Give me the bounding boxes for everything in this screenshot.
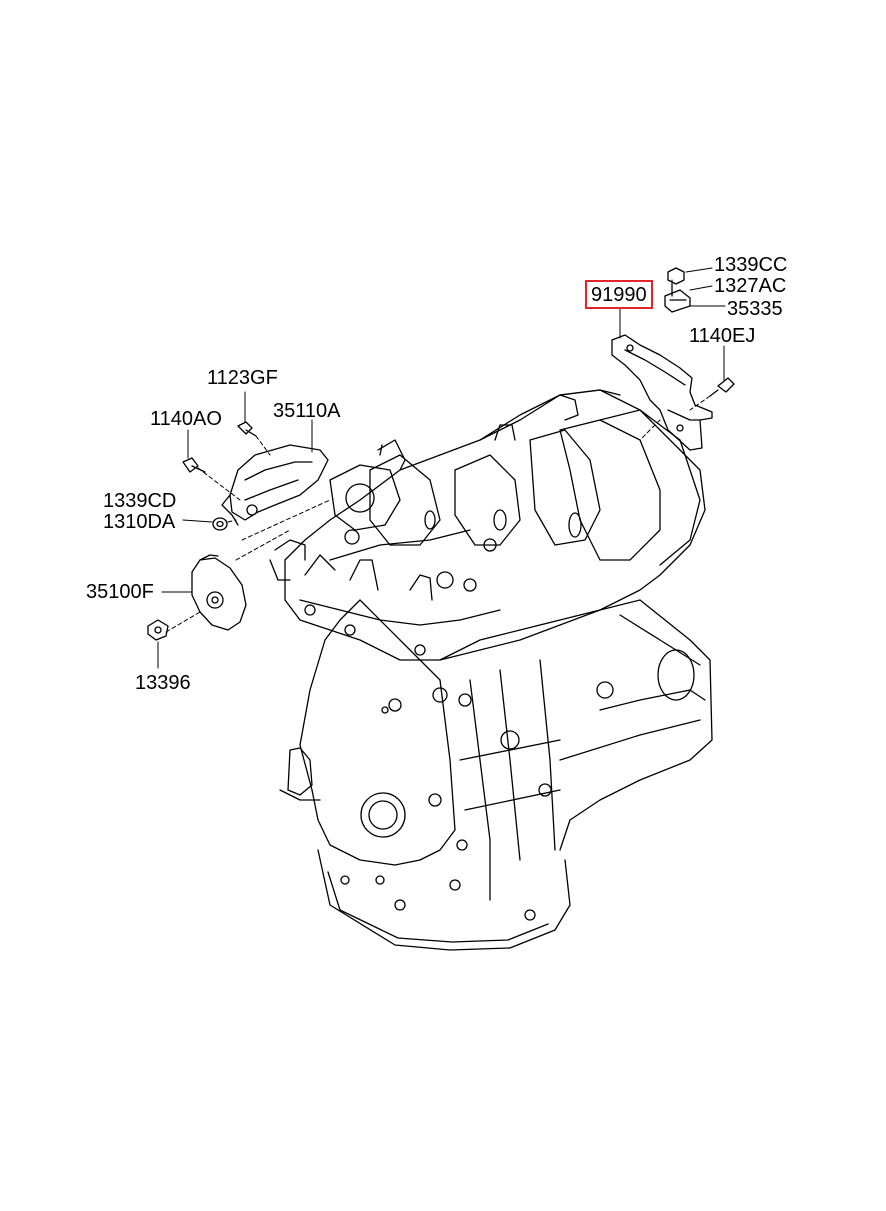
label-1140AO: 1140AO [150, 408, 222, 430]
label-1310DA: 1310DA [103, 511, 176, 533]
bolt-1123GF [237, 421, 257, 437]
label-1339CD: 1339CD [103, 490, 177, 512]
sensor-35100F [191, 554, 247, 631]
label-1339CC: 1339CC [714, 254, 788, 276]
nut-13396 [147, 619, 169, 641]
label-91990-highlighted[interactable]: 91990 [585, 280, 653, 309]
bracket-91990 [611, 334, 713, 451]
cover-35110A [221, 444, 329, 526]
sensor-35335 [664, 267, 691, 313]
label-13396: 13396 [135, 672, 191, 694]
nut-1310DA [212, 517, 228, 531]
label-1327AC: 1327AC [714, 275, 787, 297]
label-35100F: 35100F [86, 581, 154, 603]
bolt-1140EJ [709, 377, 735, 397]
bolt-1140AO [182, 457, 206, 473]
cylinder-head [269, 389, 706, 661]
label-35110A: 35110A [273, 400, 341, 422]
label-35335: 35335 [727, 298, 783, 320]
label-1140EJ: 1140EJ [689, 325, 756, 347]
engine-block [279, 599, 713, 951]
label-1123GF: 1123GF [207, 367, 278, 389]
leader-lines [157, 267, 726, 669]
